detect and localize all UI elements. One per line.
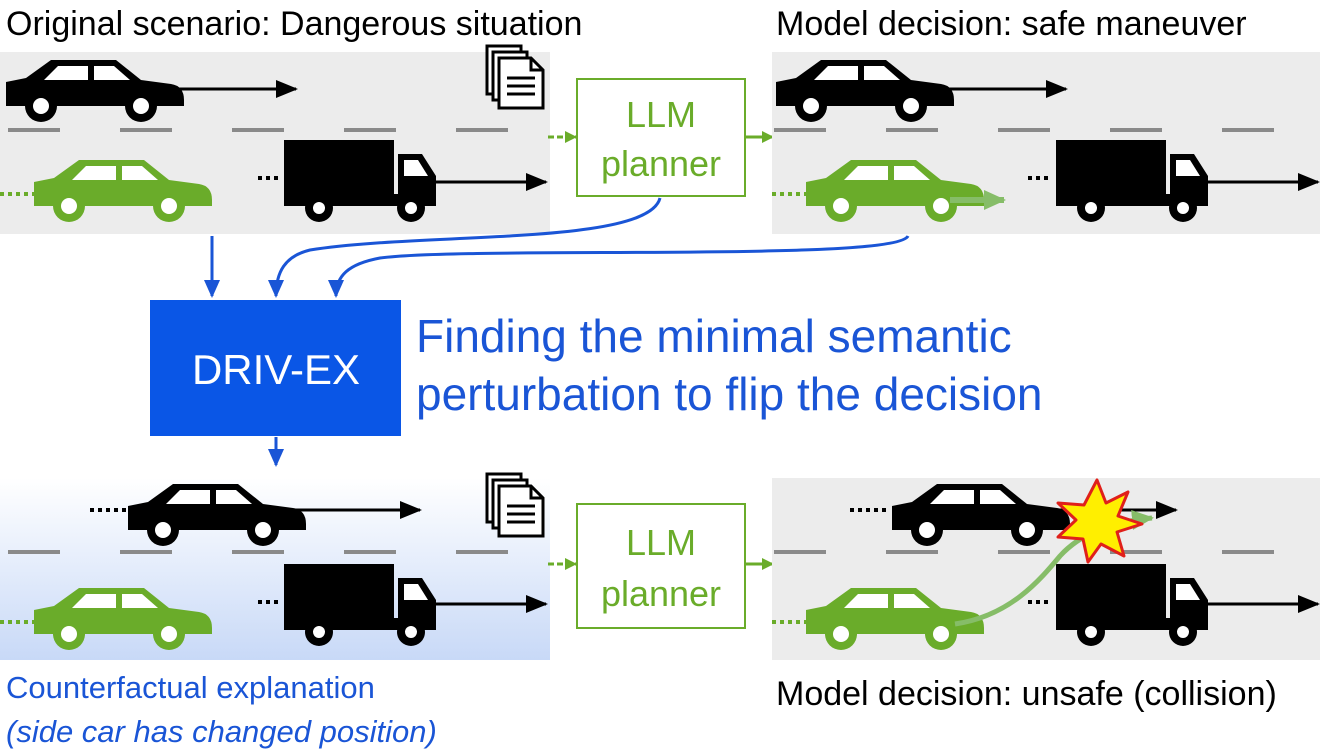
planner-bottom-line2: planner — [601, 573, 721, 614]
safe-green-car — [772, 160, 1006, 222]
original-scenario-title: Original scenario: Dangerous situation — [6, 5, 582, 43]
original-truck — [258, 140, 548, 222]
planner-top-line1: LLM — [626, 94, 696, 135]
model-unsafe-title: Model decision: unsafe (collision) — [776, 675, 1277, 713]
unsafe-truck — [1028, 564, 1320, 646]
safe-truck — [1028, 140, 1320, 222]
original-green-car — [0, 160, 212, 222]
counterfactual-green-car — [0, 588, 212, 650]
counterfactual-black-car — [90, 484, 422, 546]
method-caption-line2: perturbation to flip the decision — [416, 368, 1043, 420]
safe-black-car — [776, 60, 1068, 122]
llm-planner-bottom: LLM planner — [576, 503, 746, 629]
flow-arrows-into-drivex — [204, 197, 910, 467]
model-safe-title: Model decision: safe maneuver — [776, 5, 1247, 43]
method-caption-line1: Finding the minimal semantic — [416, 310, 1012, 362]
drivex-box: DRIV-EX — [150, 300, 401, 436]
llm-planner-top: LLM planner — [576, 78, 746, 197]
original-black-car — [6, 60, 298, 122]
drivex-label: DRIV-EX — [192, 346, 360, 393]
counterfactual-truck — [258, 564, 548, 646]
collision-star-icon — [1056, 478, 1144, 564]
planner-top-line2: planner — [601, 143, 721, 184]
counterfactual-note: (side car has changed position) — [6, 714, 437, 749]
planner-bottom-line1: LLM — [626, 522, 696, 563]
counterfactual-label: Counterfactual explanation — [6, 670, 375, 705]
